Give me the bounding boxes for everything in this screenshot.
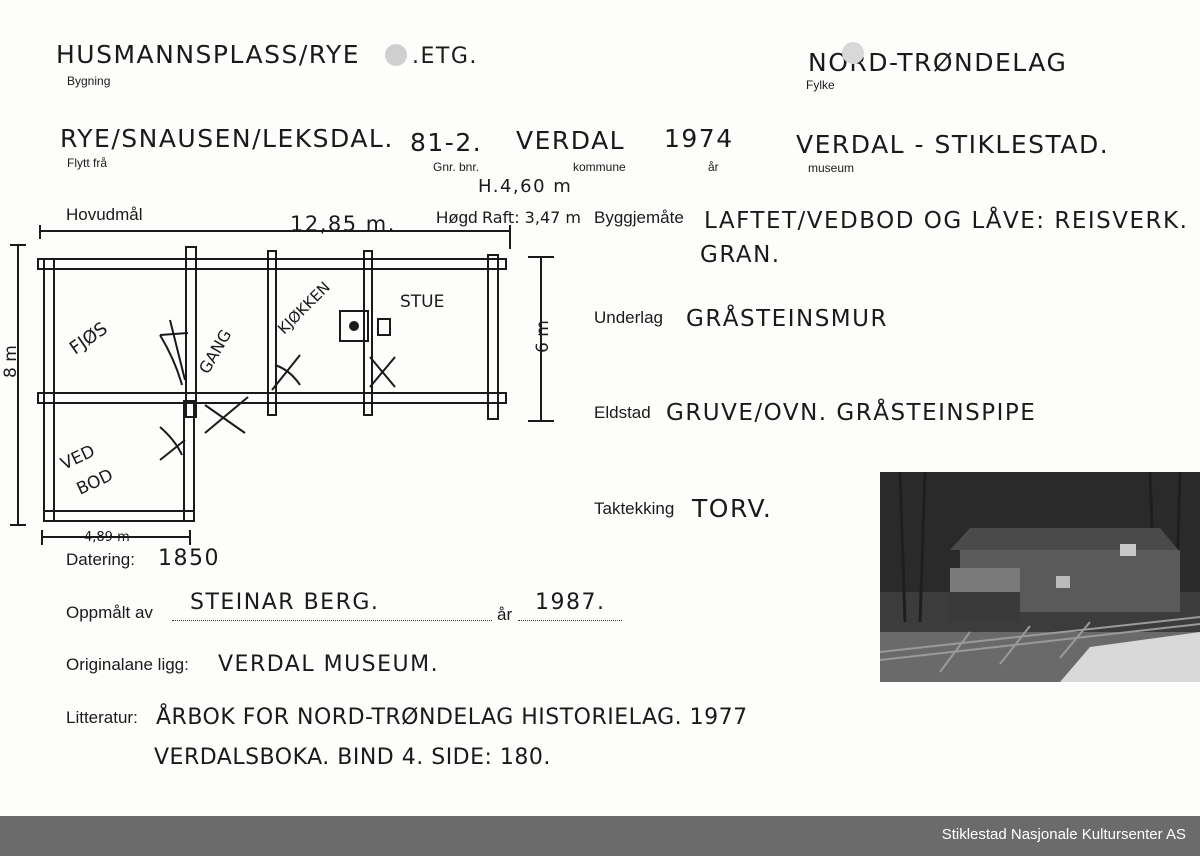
year-label: år xyxy=(708,160,719,174)
measured-value: STEINAR BERG. xyxy=(190,590,380,615)
height-roof-value: H.4,60 m xyxy=(478,176,573,197)
gnr-bnr-value: 81-2. xyxy=(410,128,483,157)
room-gang: GANG xyxy=(195,326,235,377)
punch-hole xyxy=(842,42,864,64)
floor-plan: FJØS GANG KJØKKEN STUE VED BOD 8 m 6 m 4… xyxy=(1,225,554,545)
measured-label: Oppmålt av xyxy=(66,603,153,622)
foundation-label: Underlag xyxy=(594,308,663,327)
moved-from-value: RYE/SNAUSEN/LEKSDAL. xyxy=(60,124,394,153)
county-label: Fylke xyxy=(806,78,835,92)
hearth-value: GRUVE/OVN. GRÅSTEINSPIPE xyxy=(666,400,1037,426)
measured-dotted-line xyxy=(172,620,492,621)
moved-from-label: Flytt frå xyxy=(67,156,108,170)
measured-year-label: år xyxy=(497,605,513,624)
dating-label: Datering: xyxy=(66,550,135,569)
measured-year-value: 1987. xyxy=(535,590,606,615)
building-suffix: .ETG. xyxy=(412,44,478,69)
literature-line1: ÅRBOK FOR NORD-TRØNDELAG HISTORIELAG. 19… xyxy=(156,705,748,730)
dating-value: 1850 xyxy=(158,546,220,571)
punch-hole xyxy=(385,44,407,66)
museum-label: museum xyxy=(808,161,855,175)
municipality-label: kommune xyxy=(573,160,626,174)
dim-right: 6 m xyxy=(533,320,553,353)
foundation-value: GRÅSTEINSMUR xyxy=(686,306,888,332)
room-stue: STUE xyxy=(400,292,444,312)
height-raft-value: Raft: 3,47 m xyxy=(482,208,581,227)
room-kjokken: KJØKKEN xyxy=(274,278,334,338)
building-label: Bygning xyxy=(67,74,111,88)
literature-line2: VERDALSBOKA. BIND 4. SIDE: 180. xyxy=(154,745,551,770)
construction-label: Byggjemåte xyxy=(594,208,684,227)
building-value: HUSMANNSPLASS/RYE xyxy=(56,40,361,69)
room-bod: BOD xyxy=(74,465,117,499)
main-dims-label: Hovudmål xyxy=(66,205,143,224)
measured-year-dotted-line xyxy=(518,620,622,621)
construction-line1: LAFTET/VEDBOD OG LÅVE: REISVERK. xyxy=(704,208,1189,234)
hearth-label: Eldstad xyxy=(594,403,651,422)
year-value: 1974 xyxy=(664,124,734,153)
roofing-value: TORV. xyxy=(692,494,773,523)
footer-credit: Stiklestad Nasjonale Kultursenter AS xyxy=(941,826,1186,843)
museum-value: VERDAL - STIKLESTAD. xyxy=(796,130,1110,159)
registration-card: HUSMANNSPLASS/RYE .ETG. Bygning NORD-TRØ… xyxy=(1,40,1200,770)
originals-value: VERDAL MUSEUM. xyxy=(218,652,440,677)
literature-label: Litteratur: xyxy=(66,708,138,727)
room-fjos: FJØS xyxy=(66,318,112,359)
building-photo xyxy=(880,472,1200,682)
dim-left: 8 m xyxy=(1,345,21,378)
municipality-value: VERDAL xyxy=(516,126,626,155)
dim-bottom: 4,89 m xyxy=(84,530,130,545)
gnr-bnr-label: Gnr. bnr. xyxy=(433,160,480,174)
roofing-label: Taktekking xyxy=(594,499,675,518)
building-photo-image xyxy=(880,472,1200,682)
height-label: Høgd xyxy=(436,208,478,227)
room-ved: VED xyxy=(58,441,99,474)
construction-line2: GRAN. xyxy=(700,242,781,268)
originals-label: Originalane ligg: xyxy=(66,655,189,674)
footer-bar: Stiklestad Nasjonale Kultursenter AS xyxy=(0,816,1200,856)
